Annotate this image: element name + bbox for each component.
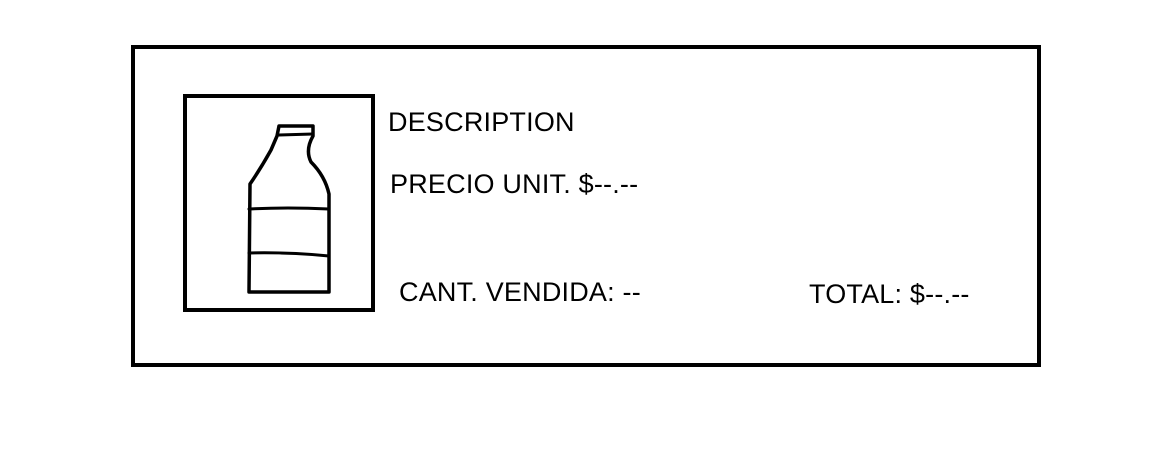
bottle-icon bbox=[247, 124, 331, 294]
product-image bbox=[183, 94, 375, 312]
quantity-sold: CANT. VENDIDA: -- bbox=[399, 277, 641, 307]
unit-price: PRECIO UNIT. $--.-- bbox=[390, 169, 639, 199]
product-description: DESCRIPTION bbox=[388, 107, 575, 137]
product-card: DESCRIPTION PRECIO UNIT. $--.-- CANT. VE… bbox=[131, 45, 1041, 367]
total-amount: TOTAL: $--.-- bbox=[809, 279, 970, 309]
